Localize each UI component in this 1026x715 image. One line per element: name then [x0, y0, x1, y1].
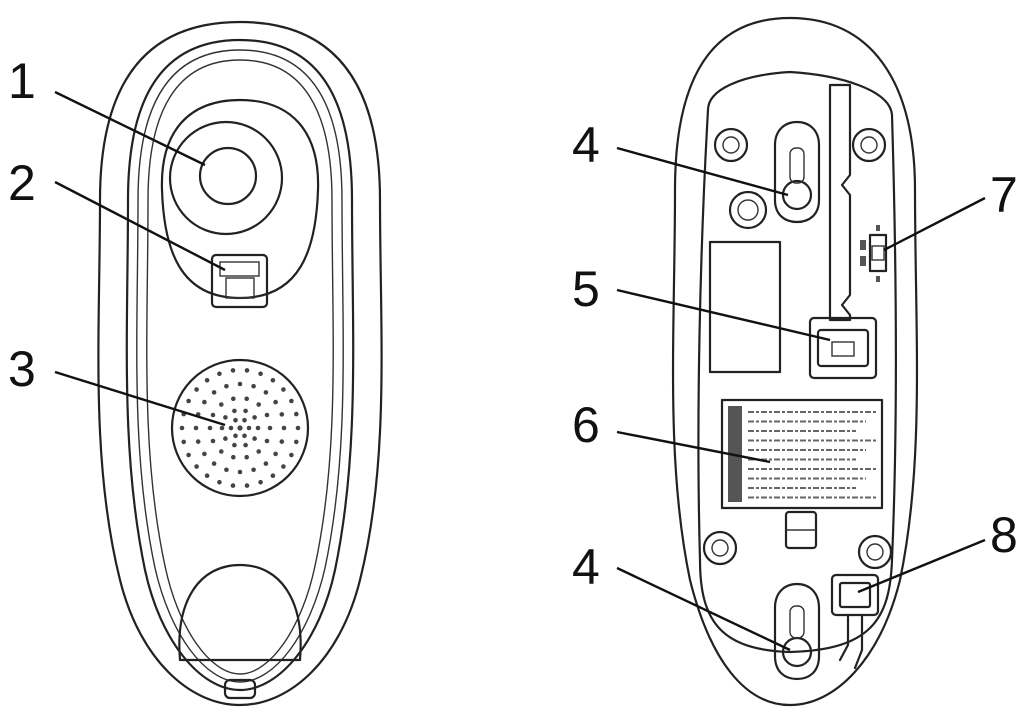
- screws: [702, 127, 893, 570]
- line-jack: [808, 316, 878, 380]
- callout-6: 6: [572, 397, 600, 453]
- front-inner-rim-1: [125, 38, 355, 692]
- earpiece-housing: [160, 98, 320, 300]
- ringer-switch: [860, 225, 888, 282]
- leader-1: [54, 90, 206, 167]
- callout-1: 1: [8, 53, 36, 109]
- leader-4b: [616, 566, 791, 652]
- label-plate: [720, 398, 884, 510]
- earpiece-center: [198, 146, 258, 206]
- leader-8: [857, 538, 986, 594]
- wall-mount-keyhole-bottom: [773, 582, 821, 681]
- screw-top-left: [713, 127, 749, 163]
- back-round-plug: [728, 190, 768, 230]
- cord-channel: [828, 83, 852, 322]
- wall-mount-keyhole-top: [773, 120, 821, 224]
- leader-7: [883, 196, 986, 252]
- screw-bottom-left: [702, 530, 738, 566]
- callout-numbers: 1 2 3 4 5 6 4 7 8: [8, 53, 1018, 595]
- speaker-grille-dots: [179, 368, 301, 488]
- speaker-grille: [170, 358, 310, 498]
- hook-switch-top: [219, 261, 260, 277]
- screw-bottom-right: [857, 534, 893, 570]
- front-bottom-clip: [223, 678, 257, 700]
- earpiece-ring: [168, 120, 284, 236]
- leader-lines: [54, 90, 986, 652]
- leader-6: [616, 430, 771, 464]
- leader-3: [54, 370, 226, 427]
- callout-5: 5: [572, 261, 600, 317]
- front-body-outline: [97, 20, 383, 707]
- back-rect-recess: [708, 240, 782, 374]
- front-inner-rim-2: [136, 49, 344, 683]
- screw-top-right: [851, 127, 887, 163]
- back-view: [671, 16, 919, 707]
- leader-5: [616, 288, 831, 342]
- leader-2: [54, 180, 226, 272]
- callout-4-top: 4: [572, 117, 600, 173]
- back-tab: [784, 510, 818, 550]
- back-body-outline: [671, 16, 919, 707]
- callout-7: 7: [990, 167, 1018, 223]
- hook-switch: [210, 253, 269, 309]
- callout-3: 3: [8, 341, 36, 397]
- callout-4-bottom: 4: [572, 539, 600, 595]
- callout-8: 8: [990, 507, 1018, 563]
- callout-2: 2: [8, 155, 36, 211]
- handset-cord-jack: [830, 573, 880, 670]
- front-inner-rim-3: [146, 59, 334, 675]
- front-bottom-cup: [178, 563, 302, 662]
- front-view: [97, 20, 383, 707]
- back-inner-panel: [697, 70, 897, 654]
- leader-4a: [616, 146, 789, 197]
- hook-switch-tab: [225, 277, 255, 299]
